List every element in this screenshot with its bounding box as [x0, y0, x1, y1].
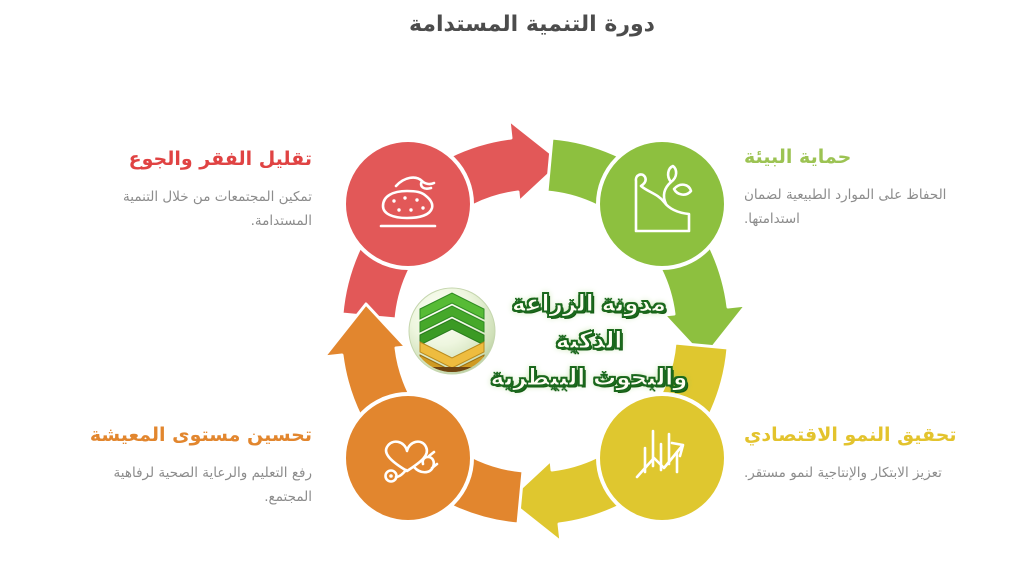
node-heading-economy: تحقيق النمو الاقتصادي: [744, 424, 957, 446]
node-heading-poverty: تقليل الفقر والجوع: [128, 148, 312, 170]
growth-chart-icon: [635, 429, 685, 479]
node-circle-environment: [596, 138, 728, 270]
node-heading-environment: حماية البيئة: [744, 146, 852, 168]
brand-text: مدونة الزراعة الذكية والبحوث البيطرية: [478, 286, 700, 397]
node-label-environment: حماية البيئة الحفاظ على الموارد الطبيعية…: [744, 146, 980, 231]
node-description-living: رفع التعليم والرعاية الصحية لرفاهية المج…: [113, 464, 312, 505]
node-description-poverty: تمكين المجتمعات من خلال التنمية المستدام…: [123, 188, 312, 229]
node-circle-poverty: [342, 138, 474, 270]
brand-line-1: مدونة الزراعة الذكية: [511, 291, 667, 355]
plant-growth-icon: [634, 164, 693, 233]
node-label-living: تحسين مستوى المعيشة رفع التعليم والرعاية…: [76, 424, 312, 509]
agriculture-logo-icon: [408, 287, 496, 375]
node-label-poverty: تقليل الفقر والجوع تمكين المجتمعات من خل…: [80, 148, 312, 233]
page-title: دورة التنمية المستدامة: [409, 12, 655, 37]
node-circle-living: [342, 392, 474, 524]
bread-hand-icon: [379, 176, 437, 228]
node-heading-living: تحسين مستوى المعيشة: [89, 424, 312, 446]
heart-stethoscope-icon: [384, 440, 439, 483]
node-description-environment: الحفاظ على الموارد الطبيعية لضمان استدام…: [744, 186, 947, 227]
node-label-economy: تحقيق النمو الاقتصادي تعزيز الابتكار وال…: [744, 424, 992, 485]
node-description-economy: تعزيز الابتكار والإنتاجية لنمو مستقر.: [744, 464, 942, 481]
brand-line-2: والبحوث البيطرية: [490, 365, 688, 392]
